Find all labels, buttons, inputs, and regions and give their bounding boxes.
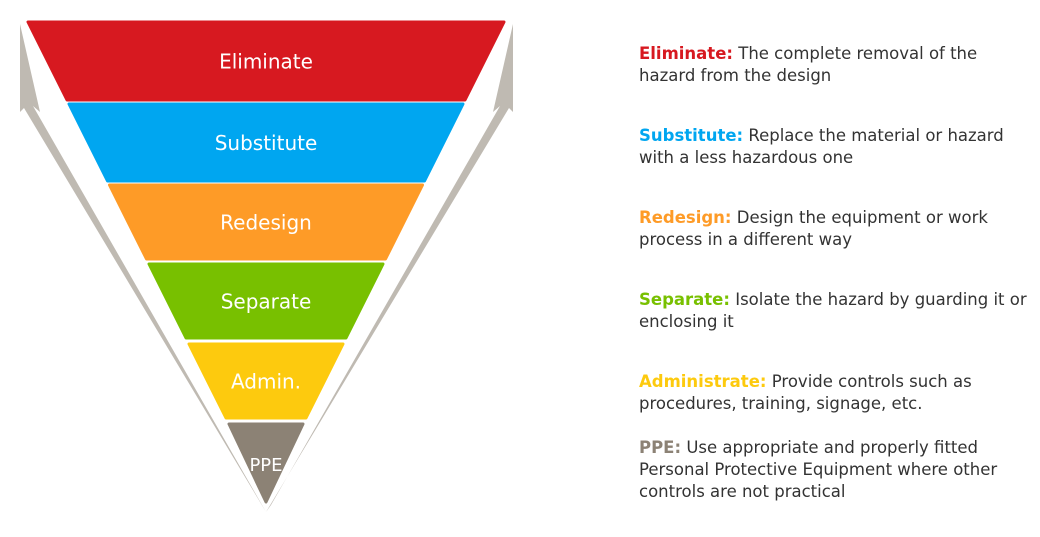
- description-term: Eliminate:: [639, 44, 733, 63]
- band-substitute: [67, 102, 465, 183]
- description-4: Administrate: Provide controls such as p…: [639, 371, 1029, 415]
- band-eliminate: [26, 20, 506, 102]
- description-2: Redesign: Design the equipment or work p…: [639, 207, 1029, 251]
- band-label: Redesign: [220, 211, 312, 235]
- description-0: Eliminate: The complete removal of the h…: [639, 43, 1029, 87]
- description-text: Isolate the hazard by guarding it or enc…: [639, 290, 1027, 331]
- band-label: Separate: [221, 290, 312, 314]
- description-term: Substitute:: [639, 126, 744, 145]
- description-term: PPE:: [639, 438, 682, 457]
- band-admin: [187, 342, 345, 420]
- description-term: Separate:: [639, 290, 730, 309]
- description-text: Replace the material or hazard with a le…: [639, 126, 1004, 167]
- description-3: Separate: Isolate the hazard by guarding…: [639, 289, 1029, 333]
- band-ppe: [227, 422, 305, 504]
- band-label: PPE: [249, 455, 282, 476]
- description-term: Redesign:: [639, 208, 732, 227]
- description-term: Administrate:: [639, 372, 767, 391]
- description-text: The complete removal of the hazard from …: [639, 44, 978, 85]
- band-label: Eliminate: [219, 50, 313, 74]
- band-label: Admin.: [231, 370, 301, 394]
- band-separate: [147, 262, 385, 340]
- band-redesign: [108, 183, 424, 261]
- description-text: Provide controls such as procedures, tra…: [639, 372, 972, 413]
- description-text: Design the equipment or work process in …: [639, 208, 988, 249]
- band-label: Substitute: [215, 131, 318, 155]
- description-5: PPE: Use appropriate and properly fitted…: [639, 437, 1029, 503]
- description-1: Substitute: Replace the material or haza…: [639, 125, 1029, 169]
- description-text: Use appropriate and properly fitted Pers…: [639, 438, 998, 501]
